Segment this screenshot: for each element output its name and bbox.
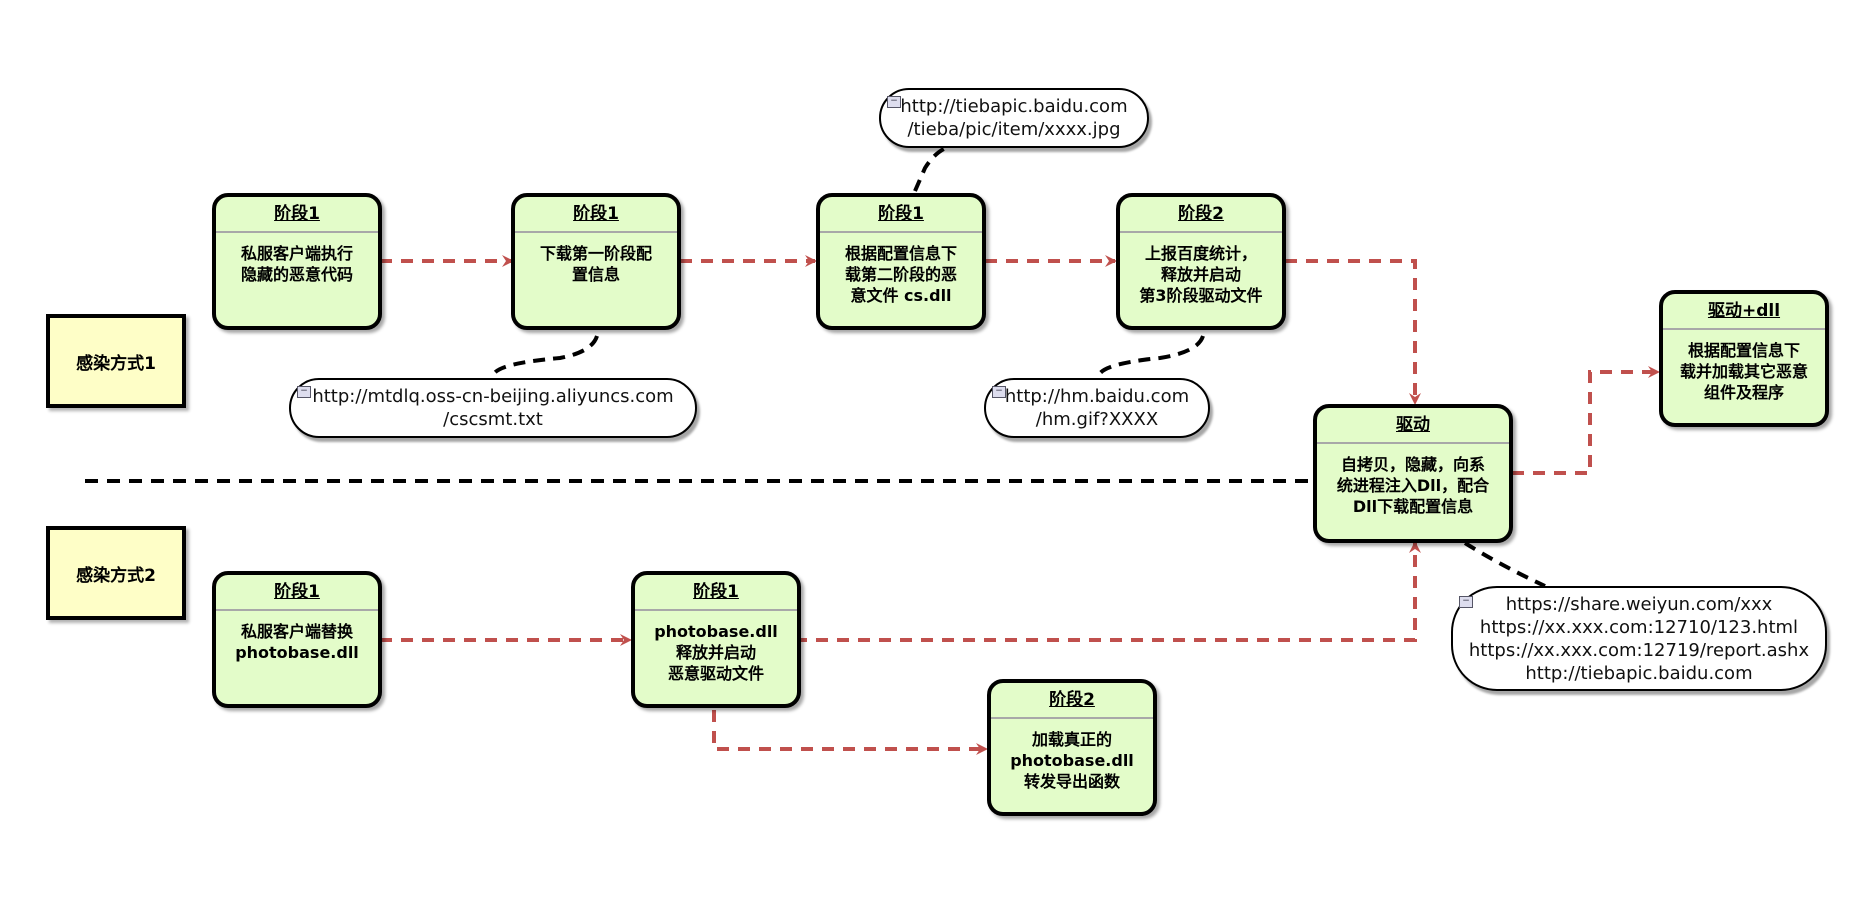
collapse-icon[interactable]: −	[887, 96, 901, 108]
infection-method-2-text: 感染方式2	[76, 565, 156, 586]
collapse-icon[interactable]: −	[297, 386, 311, 398]
arrow-n4-driver	[1285, 259, 1421, 405]
stage-divider	[216, 231, 378, 233]
link-aliyun-n2	[491, 335, 599, 379]
stage-description: 私服客户端替换 photobase.dll	[235, 622, 359, 662]
arrow-driver-dll	[1512, 366, 1660, 475]
stage-node-private-client: 阶段1 私服客户端执行 隐藏的恶意代码	[212, 193, 382, 330]
stage-title: 阶段2	[1049, 690, 1095, 710]
stage-title: 阶段1	[274, 204, 320, 224]
stage-divider	[515, 231, 677, 233]
stage-node-photobase-release: 阶段1 photobase.dll 释放并启动 恶意驱动文件	[631, 571, 801, 708]
note-tieba-url: − http://tiebapic.baidu.com /tieba/pic/i…	[879, 88, 1149, 148]
stage-title: 阶段2	[1178, 204, 1224, 224]
stage-node-replace-photobase: 阶段1 私服客户端替换 photobase.dll	[212, 571, 382, 708]
collapse-icon[interactable]: −	[992, 386, 1006, 398]
note-text: http://mtdlq.oss-cn-beijing.aliyuncs.com…	[312, 386, 674, 430]
note-aliyun-url: − http://mtdlq.oss-cn-beijing.aliyuncs.c…	[289, 378, 697, 438]
note-text: http://hm.baidu.com /hm.gif?XXXX	[1004, 386, 1190, 430]
stage-title: 驱动	[1396, 415, 1430, 435]
stage-description: 根据配置信息下 载第二阶段的恶 意文件 cs.dll	[844, 244, 957, 305]
driver-dll-node: 驱动+dll 根据配置信息下 载并加载其它恶意 组件及程序	[1659, 290, 1829, 427]
stage-description: 下载第一阶段配 置信息	[539, 244, 652, 284]
link-urls-driver	[1463, 541, 1546, 588]
infection-method-2-label: 感染方式2	[46, 526, 186, 620]
link-hm-n4	[1096, 335, 1205, 379]
collapse-icon[interactable]: −	[1459, 596, 1473, 608]
stage-node-load-real-photobase: 阶段2 加载真正的 photobase.dll 转发导出函数	[987, 679, 1157, 816]
stage-divider	[635, 609, 797, 611]
note-text: http://tiebapic.baidu.com /tieba/pic/ite…	[900, 96, 1128, 140]
stage-divider	[1317, 442, 1509, 444]
stage-title: 阶段1	[274, 582, 320, 602]
stage-divider	[1120, 231, 1282, 233]
arrow-m2-m3	[712, 710, 988, 755]
stage-divider	[820, 231, 982, 233]
stage-divider	[1663, 328, 1825, 330]
stage-description: photobase.dll 释放并启动 恶意驱动文件	[654, 622, 778, 683]
note-c2-urls: − https://share.weiyun.com/xxx https://x…	[1451, 586, 1827, 691]
note-hm-baidu-url: − http://hm.baidu.com /hm.gif?XXXX	[984, 378, 1210, 438]
stage-divider	[216, 609, 378, 611]
stage-title: 驱动+dll	[1707, 301, 1781, 321]
infection-method-1-text: 感染方式1	[76, 353, 156, 374]
stage-description: 加载真正的 photobase.dll 转发导出函数	[1010, 730, 1134, 791]
stage-description: 根据配置信息下 载并加载其它恶意 组件及程序	[1679, 341, 1808, 402]
stage-description: 私服客户端执行 隐藏的恶意代码	[240, 244, 353, 284]
stage-description: 自拷贝，隐藏，向系 统进程注入Dll，配合 Dll下载配置信息	[1336, 455, 1490, 516]
arrow-m2-driver	[795, 541, 1421, 642]
stage-node-download-csdll: 阶段1 根据配置信息下 载第二阶段的恶 意文件 cs.dll	[816, 193, 986, 330]
stage-title: 阶段1	[573, 204, 619, 224]
stage-title: 阶段1	[878, 204, 924, 224]
stage-node-report-release: 阶段2 上报百度统计， 释放并启动 第3阶段驱动文件	[1116, 193, 1286, 330]
driver-node: 驱动 自拷贝，隐藏，向系 统进程注入Dll，配合 Dll下载配置信息	[1313, 404, 1513, 543]
stage-description: 上报百度统计， 释放并启动 第3阶段驱动文件	[1139, 244, 1263, 305]
stage-node-download-config: 阶段1 下载第一阶段配 置信息	[511, 193, 681, 330]
infection-method-1-label: 感染方式1	[46, 314, 186, 408]
stage-divider	[991, 717, 1153, 719]
stage-title: 阶段1	[693, 582, 739, 602]
note-text: https://share.weiyun.com/xxx https://xx.…	[1468, 593, 1810, 684]
link-tieba-n3	[913, 145, 949, 192]
